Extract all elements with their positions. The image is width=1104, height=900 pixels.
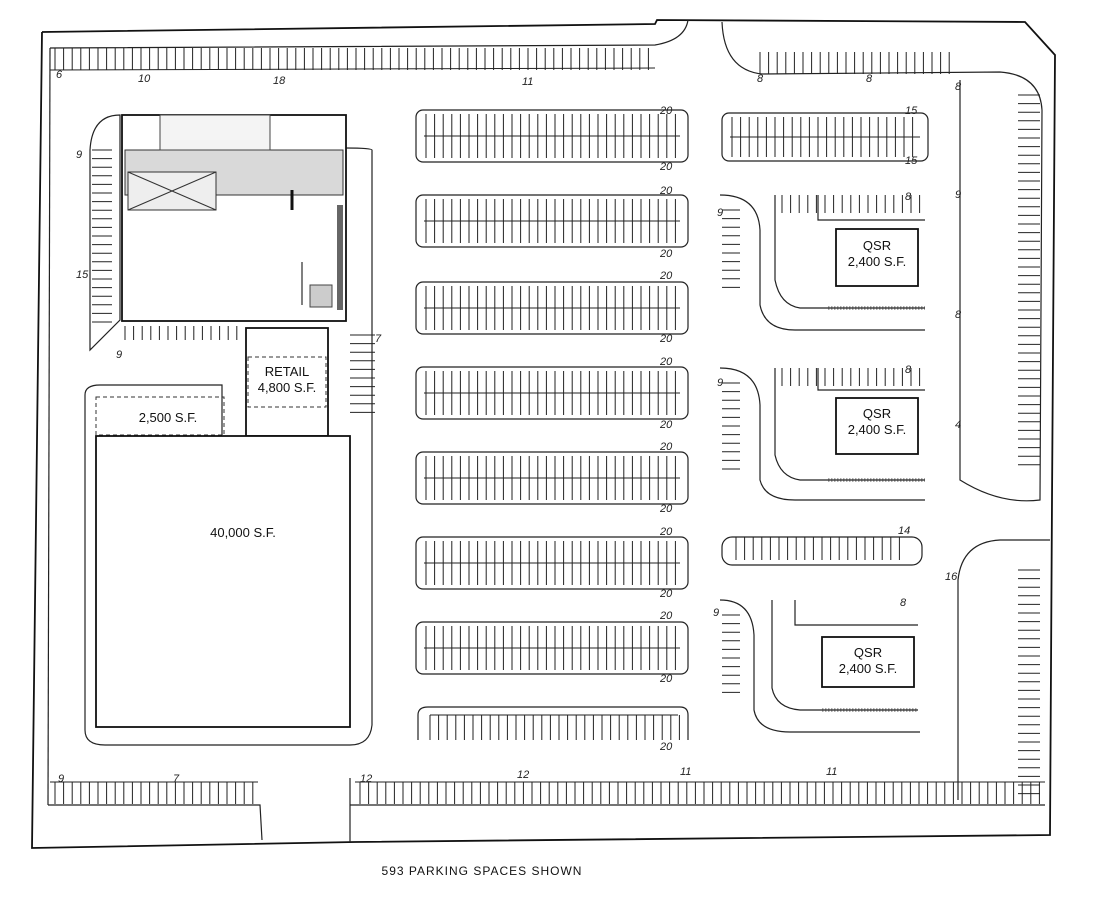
qsr-pad-1: QSR 2,400 S.F. <box>719 194 925 331</box>
count-west-1: 9 <box>76 149 82 161</box>
count-island-12: 20 <box>659 588 673 600</box>
count-top-3: 18 <box>273 75 286 87</box>
count-top-6: 8 <box>866 73 873 85</box>
anchor-building: 40,000 S.F. <box>95 435 351 728</box>
count-bottom-6: 11 <box>826 766 837 778</box>
count-island-1: 20 <box>659 105 673 117</box>
count-island-8: 20 <box>659 419 673 431</box>
qsr1-label-line1: QSR <box>863 238 891 253</box>
parking-island <box>415 621 689 675</box>
count-qsr-row-4: 8 <box>905 364 912 376</box>
anchor-addon-label: 2,500 S.F. <box>139 410 198 425</box>
parking-caption: 593 PARKING SPACES SHOWN <box>382 864 583 878</box>
count-top-4: 11 <box>522 76 533 88</box>
count-island-2: 20 <box>659 161 673 173</box>
count-east-2: 8 <box>955 309 962 321</box>
count-retail-side: 7 <box>375 333 382 345</box>
count-bottom-1: 9 <box>58 773 64 785</box>
parking-islands <box>415 109 929 740</box>
qsr-pad-2: QSR 2,400 S.F. <box>719 367 925 501</box>
qsr2-label-line1: QSR <box>863 406 891 421</box>
count-island-4: 20 <box>659 248 673 260</box>
parking-island <box>415 194 689 248</box>
count-bottom-4: 12 <box>517 769 529 781</box>
count-island-6: 20 <box>659 333 673 345</box>
parking-island <box>415 281 689 335</box>
count-qsr-row-3: 9 <box>717 377 723 389</box>
count-island-3: 20 <box>659 185 673 197</box>
count-island-10: 20 <box>659 503 673 515</box>
count-qsr-row-2: 8 <box>905 191 912 203</box>
count-west-2: 15 <box>76 269 89 281</box>
qsr2-label-line2: 2,400 S.F. <box>848 422 907 437</box>
parking-counts: 6 10 18 11 8 8 8 9 7 12 12 11 11 9 15 9 … <box>56 69 962 785</box>
existing-building <box>121 114 347 322</box>
parking-island <box>415 109 689 163</box>
count-bottom-2: 7 <box>173 773 180 785</box>
count-island-13: 20 <box>659 610 673 622</box>
anchor-addon-building: 2,500 S.F. <box>95 396 225 436</box>
parking-island <box>415 451 689 505</box>
retail-building: RETAIL 4,800 S.F. <box>245 327 329 437</box>
qsr1-label-line2: 2,400 S.F. <box>848 254 907 269</box>
qsr3-label-line1: QSR <box>854 645 882 660</box>
count-top-2: 10 <box>138 73 151 85</box>
parking-island <box>415 366 689 420</box>
parking-stalls <box>49 48 1045 804</box>
count-bottom-3: 12 <box>360 773 372 785</box>
parking-island <box>721 112 929 162</box>
count-island-14: 20 <box>659 673 673 685</box>
site-boundary <box>31 19 1056 849</box>
count-qsr-row-5: 9 <box>713 607 719 619</box>
count-bottom-5: 11 <box>680 766 691 778</box>
count-top-7: 8 <box>955 81 962 93</box>
retail-label-line2: 4,800 S.F. <box>258 380 317 395</box>
anchor-label: 40,000 S.F. <box>210 525 276 540</box>
count-east-1: 9 <box>955 189 961 201</box>
count-east-row-1: 15 <box>905 105 918 117</box>
count-top-1: 6 <box>56 69 63 81</box>
qsr3-label-line2: 2,400 S.F. <box>839 661 898 676</box>
count-west-3: 9 <box>116 349 122 361</box>
count-top-5: 8 <box>757 73 764 85</box>
count-island-11: 20 <box>659 526 673 538</box>
parking-island <box>417 706 689 740</box>
count-island-9: 20 <box>659 441 673 453</box>
count-east-row-3: 14 <box>898 525 910 537</box>
retail-label-line1: RETAIL <box>265 364 310 379</box>
count-east-row-2: 15 <box>905 155 918 167</box>
parking-island <box>415 536 689 590</box>
stall-line <box>49 67 656 71</box>
count-qsr-row-6: 8 <box>900 597 907 609</box>
count-east-3: 4 <box>955 419 961 431</box>
count-qsr-row-1: 9 <box>717 207 723 219</box>
qsr-pad-3: QSR 2,400 S.F. <box>719 599 920 733</box>
count-island-5: 20 <box>659 270 673 282</box>
count-island-7: 20 <box>659 356 673 368</box>
count-island-15: 20 <box>659 741 673 753</box>
count-east-4: 16 <box>945 571 958 583</box>
